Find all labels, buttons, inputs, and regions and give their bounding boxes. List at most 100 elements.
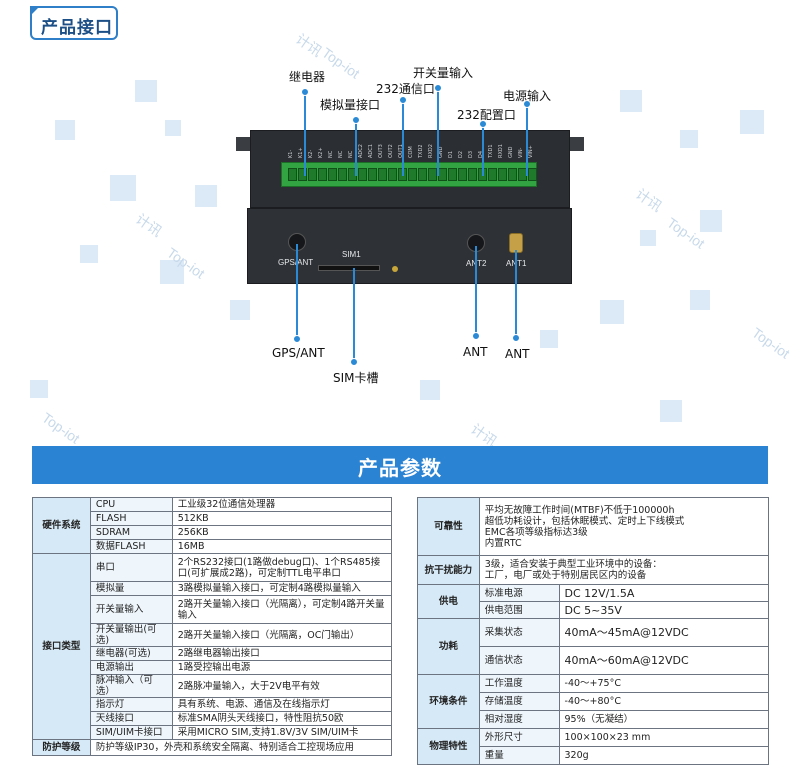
spec-key: CPU — [89, 497, 173, 512]
spec-value: 2路继电器输出接口 — [171, 646, 393, 661]
right-spec-table: 可靠性 平均无故障工作时间(MTBF)不低于100000h 超低功耗设计，包括休… — [417, 497, 770, 765]
spec-key: 工作温度 — [478, 674, 560, 693]
terminal-pin — [418, 168, 427, 181]
pin-label: GND — [508, 146, 514, 158]
group-power: 供电 — [417, 584, 480, 619]
spec-line: 超低功耗设计，包括休眠模式、定时上下线模式 — [484, 515, 685, 527]
spec-value: 320g — [558, 746, 770, 765]
spec-key: 重量 — [478, 746, 560, 765]
pin-label: RXD1 — [498, 144, 504, 158]
mounting-ear-right — [568, 137, 584, 151]
pin-label: VIN+ — [528, 145, 534, 158]
spec-line: 内置RTC — [484, 537, 522, 549]
callout-dot-sim-slot — [350, 358, 358, 366]
callout-dot-switch-input — [434, 84, 442, 92]
callout-switch-input: 开关量输入 — [413, 66, 474, 80]
terminal-pin — [528, 168, 537, 181]
terminal-pin — [508, 168, 517, 181]
spec-value: 工业级32位通信处理器 — [171, 497, 393, 512]
group-consumption: 功耗 — [417, 618, 480, 675]
params-banner-title: 产品参数 — [358, 456, 442, 480]
params-banner: 产品参数 — [32, 446, 768, 484]
left-spec-table: 硬件系统 CPU 工业级32位通信处理器 FLASH 512KB SDRAM 2… — [32, 497, 393, 756]
terminal-block — [281, 162, 537, 187]
pin-label: OUT3 — [378, 144, 384, 158]
terminal-pin — [468, 168, 477, 181]
spec-key: 串口 — [89, 553, 173, 582]
pin-label: K2- — [308, 149, 314, 158]
callout-relay: 继电器 — [289, 70, 326, 84]
section-badge-label: 产品接口 — [41, 18, 113, 38]
callout-dot-rs232-config — [479, 120, 487, 128]
gps-ant-port-label: GPS/ANT — [278, 258, 313, 267]
badge-corner-decoration — [30, 6, 40, 16]
anti-interference-lines: 3级，适合安装于典型工业环境中的设备： 工厂，电厂或处于特别居民区内的设备 — [478, 555, 770, 585]
terminal-pin — [458, 168, 467, 181]
callout-dot-analog — [352, 116, 360, 124]
terminal-pin — [388, 168, 397, 181]
pin-label: NC — [338, 150, 344, 158]
spec-key: SDRAM — [89, 525, 173, 540]
group-environment: 环境条件 — [417, 674, 480, 729]
terminal-pin — [338, 168, 347, 181]
group-physical: 物理特性 — [417, 728, 480, 765]
group-anti-interference: 抗干扰能力 — [417, 555, 480, 585]
spec-key: 开关量输入 — [89, 595, 173, 624]
terminal-pin — [298, 168, 307, 181]
terminal-pin — [378, 168, 387, 181]
callout-gps-ant: GPS/ANT — [272, 346, 325, 360]
pin-label: D2 — [458, 150, 464, 158]
callout-rs232-comm: 232通信口 — [376, 82, 435, 96]
spec-value: DC 5~35V — [558, 601, 770, 619]
spec-key: 指示灯 — [89, 697, 173, 712]
spec-value: 40mA～60mA@12VDC — [558, 646, 770, 675]
terminal-pin — [428, 168, 437, 181]
pin-label: TXD2 — [418, 144, 424, 158]
terminal-pin — [498, 168, 507, 181]
pin-label: D3 — [468, 150, 474, 158]
spec-key: 通信状态 — [478, 646, 560, 675]
spec-value: 100×100×23 mm — [558, 728, 770, 747]
pin-label: D1 — [448, 150, 454, 158]
callout-sim-slot: SIM卡槽 — [333, 371, 379, 385]
terminal-pin — [448, 168, 457, 181]
terminal-pin — [408, 168, 417, 181]
pin-label: ADC2 — [358, 144, 364, 158]
spec-key: 数据FLASH — [89, 539, 173, 554]
callout-rs232-config: 232配置口 — [457, 108, 516, 122]
spec-value: 3路模拟量输入接口，可定制4路模拟量输入 — [171, 581, 393, 596]
spec-value: 采用MICRO SIM,支持1.8V/3V SIM/UIM卡 — [171, 725, 393, 740]
terminal-pin — [328, 168, 337, 181]
terminal-pin — [368, 168, 377, 181]
spec-key: 采集状态 — [478, 618, 560, 647]
pin-label: K2+ — [318, 147, 324, 158]
pin-label: NC — [328, 150, 334, 158]
spec-value: 256KB — [171, 525, 393, 540]
spec-line: 工厂，电厂或处于特别居民区内的设备 — [484, 570, 647, 581]
pin-label: RXD2 — [428, 144, 434, 158]
pin-label: OUT2 — [388, 144, 394, 158]
callout-power-input: 电源输入 — [503, 89, 552, 103]
callout-dot-relay — [301, 88, 309, 96]
callout-dot-gps-ant — [293, 335, 301, 343]
terminal-pin — [488, 168, 497, 181]
spec-key: 开关量输出(可选) — [89, 623, 173, 647]
spec-value: 标准SMA阴头天线接口，特性阻抗50欧 — [171, 711, 393, 726]
spec-value: 2路开关量输入接口（光隔离），可定制4路开关量输入 — [171, 595, 393, 624]
spec-key: 天线接口 — [89, 711, 173, 726]
terminal-pin — [318, 168, 327, 181]
spec-value: -40～+80°C — [558, 692, 770, 711]
terminal-pin — [438, 168, 447, 181]
pin-label: VIN- — [518, 147, 524, 158]
spec-key: 标准电源 — [478, 584, 560, 602]
spec-value: DC 12V/1.5A — [558, 584, 770, 602]
spec-value: 512KB — [171, 511, 393, 526]
spec-line: 平均无故障工作时间(MTBF)不低于100000h — [484, 504, 675, 516]
spec-value: 2路脉冲量输入，大于2V电平有效 — [171, 674, 393, 698]
spec-value: 2个RS232接口(1路做debug口)、1个RS485接口(可扩展成2路)，可… — [171, 553, 393, 582]
mounting-ear-left — [236, 137, 252, 151]
spec-key: 相对湿度 — [478, 710, 560, 729]
section-badge: 产品接口 — [30, 6, 118, 40]
pin-label: ADC1 — [368, 144, 374, 158]
callout-dot-ant-right — [512, 334, 520, 342]
